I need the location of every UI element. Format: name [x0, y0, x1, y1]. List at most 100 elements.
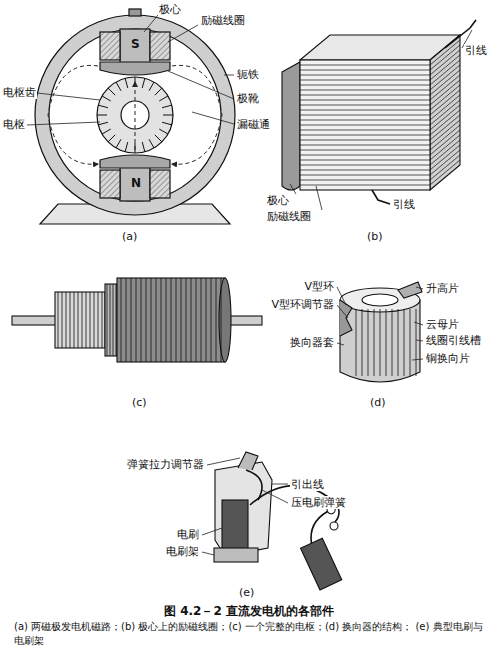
detail-stroke: [404, 309, 405, 376]
subfigure-label: (d): [369, 396, 387, 409]
detail-stroke: [300, 105, 430, 106]
detail-stroke: [98, 122, 108, 125]
detail-stroke: [374, 309, 375, 376]
detail-stroke: [430, 65, 460, 90]
detail-stroke: [102, 292, 103, 348]
detail-stroke: [221, 278, 222, 362]
detail-stroke: [126, 278, 127, 362]
detail-stroke: [136, 278, 137, 362]
detail-stroke: [300, 70, 430, 71]
detail-stroke: [151, 278, 152, 362]
detail-stroke: [116, 82, 121, 91]
detail-stroke: [430, 45, 460, 70]
detail-stroke: [380, 309, 381, 376]
leader-lines: [27, 15, 234, 125]
detail-stroke: [116, 139, 121, 148]
part-label: 励磁线圈: [266, 210, 312, 223]
detail-stroke: [156, 278, 157, 362]
brush-holder: [214, 452, 363, 590]
part-label: 引线: [464, 44, 488, 57]
detail-stroke: [163, 115, 173, 116]
detail-stroke: [300, 150, 430, 151]
detail-stroke: [300, 120, 430, 121]
part-label: 压电刷弹簧: [290, 496, 347, 509]
detail-stroke: [430, 140, 460, 165]
detail-stroke: [62, 292, 63, 348]
detail-stroke: [58, 292, 59, 348]
detail-stroke: [94, 292, 95, 348]
detail-stroke: [155, 88, 162, 95]
figure-title: 图 4.2－2 直流发电机的各部件: [0, 603, 498, 620]
subfigure-label: (b): [366, 230, 384, 243]
part-label: 极心: [266, 194, 290, 207]
detail-stroke: [300, 75, 430, 76]
part-label: 轭铁: [236, 68, 260, 81]
detail-stroke: [300, 125, 430, 126]
pole-letter: S: [130, 38, 141, 51]
detail-stroke: [121, 278, 122, 362]
detail-stroke: [398, 309, 399, 376]
detail-stroke: [300, 175, 430, 176]
flux-lines: [48, 65, 222, 164]
detail-stroke: [430, 110, 460, 135]
detail-stroke: [149, 139, 154, 148]
part-label: 线圈引线槽: [425, 334, 482, 347]
detail-stroke: [211, 278, 212, 362]
detail-stroke: [146, 278, 147, 362]
detail-stroke: [98, 292, 99, 348]
part-label: 电枢齿: [2, 86, 37, 99]
detail-stroke: [300, 140, 430, 141]
detail-stroke: [142, 78, 145, 88]
detail-stroke: [113, 284, 114, 356]
detail-stroke: [82, 292, 83, 348]
detail-stroke: [430, 155, 460, 180]
detail-stroke: [416, 309, 417, 376]
part-label: 极心: [158, 3, 182, 16]
detail-stroke: [149, 82, 154, 91]
part-label: 漏磁通: [236, 118, 271, 131]
leader-lines: [337, 287, 423, 360]
detail-stroke: [90, 292, 91, 348]
detail-stroke: [97, 115, 107, 116]
detail-stroke: [430, 70, 460, 95]
detail-stroke: [300, 90, 430, 91]
part-label: 电刷: [176, 528, 200, 541]
detail-stroke: [300, 185, 430, 186]
commutator: [340, 282, 422, 382]
detail-stroke: [430, 125, 460, 150]
detail-stroke: [125, 78, 128, 88]
detail-stroke: [78, 292, 79, 348]
detail-stroke: [201, 278, 202, 362]
detail-stroke: [430, 55, 460, 80]
detail-stroke: [300, 95, 430, 96]
leader-lines: [290, 30, 472, 210]
part-label: 铜换向片: [425, 352, 471, 365]
part-label: 引线: [392, 198, 416, 211]
detail-stroke: [108, 88, 115, 95]
detail-stroke: [368, 309, 369, 376]
armature: [12, 278, 262, 362]
detail-stroke: [430, 115, 460, 140]
detail-stroke: [66, 292, 67, 348]
detail-stroke: [216, 278, 217, 362]
part-label: V型环调节器: [270, 298, 335, 311]
part-label: 升高片: [425, 282, 460, 295]
detail-stroke: [430, 75, 460, 100]
leader-lines: [202, 458, 288, 555]
part-label: 极靴: [236, 92, 260, 105]
detail-stroke: [386, 309, 387, 376]
detail-stroke: [430, 90, 460, 115]
detail-stroke: [300, 100, 430, 101]
detail-stroke: [125, 142, 128, 152]
detail-stroke: [430, 150, 460, 175]
detail-stroke: [300, 110, 430, 111]
detail-stroke: [110, 284, 111, 356]
detail-stroke: [131, 278, 132, 362]
detail-stroke: [430, 50, 460, 75]
detail-stroke: [430, 60, 460, 85]
detail-stroke: [300, 115, 430, 116]
detail-stroke: [300, 180, 430, 181]
detail-stroke: [430, 145, 460, 170]
detail-stroke: [186, 278, 187, 362]
pole-letter: N: [130, 177, 142, 190]
